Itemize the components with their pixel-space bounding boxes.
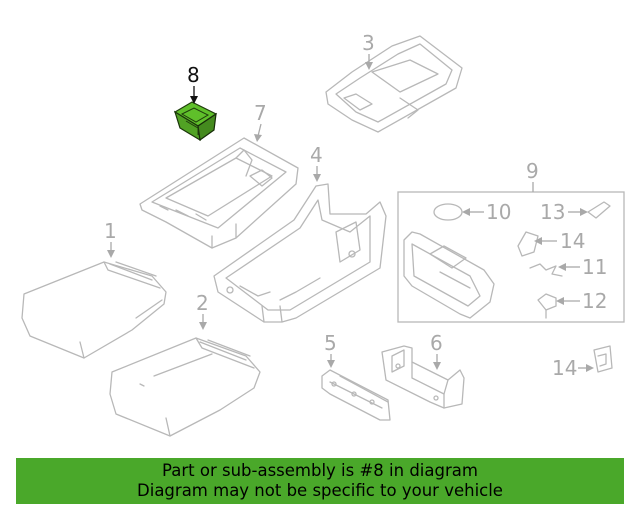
banner-line-1: Part or sub-assembly is #8 in diagram	[162, 461, 478, 480]
callout-5[interactable]: 5	[324, 331, 337, 355]
parts-diagram: 8 7 3 4 1 2 5 6 9 10	[21, 31, 625, 437]
callout-12[interactable]: 12	[582, 289, 607, 313]
banner-line-2: Diagram may not be specific to your vehi…	[137, 481, 503, 500]
callout-13[interactable]: 13	[540, 200, 565, 224]
callout-9[interactable]: 9	[526, 159, 539, 183]
part-3-console-lid[interactable]	[325, 35, 463, 133]
part-2-pad[interactable]	[109, 337, 261, 437]
callout-11[interactable]: 11	[582, 255, 607, 279]
callout-4[interactable]: 4	[310, 143, 323, 167]
callout-1[interactable]: 1	[104, 219, 117, 243]
callouts: 8 7 3 4 1 2 5 6 9 10	[104, 31, 607, 380]
part-5-bracket[interactable]	[321, 369, 391, 421]
part-7-console-tray[interactable]	[139, 137, 299, 249]
callout-14-box[interactable]: 14	[560, 229, 585, 253]
callout-3[interactable]: 3	[362, 31, 375, 55]
part-4-frame[interactable]	[213, 183, 387, 323]
part-14-clip[interactable]	[593, 345, 613, 373]
part-6-bracket[interactable]	[381, 345, 465, 409]
callout-7[interactable]: 7	[254, 101, 267, 125]
info-banner: Part or sub-assembly is #8 in diagram Di…	[16, 458, 624, 504]
part-8-highlighted[interactable]	[173, 101, 218, 142]
callout-8[interactable]: 8	[187, 63, 200, 87]
callout-10[interactable]: 10	[486, 200, 511, 224]
part-1-cushion[interactable]	[21, 261, 167, 359]
callout-14-standalone[interactable]: 14	[552, 356, 577, 380]
callout-2[interactable]: 2	[196, 291, 209, 315]
callout-6[interactable]: 6	[430, 331, 443, 355]
